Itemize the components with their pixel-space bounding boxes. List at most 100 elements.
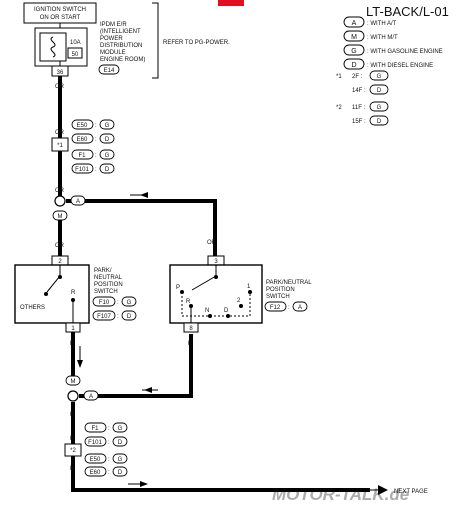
fuse-icon [50,36,56,58]
connector-colon: : [288,305,290,311]
fuse-number-box [67,47,83,59]
ipdm-label: (INTELLIGENT [100,29,141,35]
note-pin: 2F : [352,74,363,80]
condition-code: M [71,379,76,385]
terminal-box [183,322,199,333]
connector-name: F10 [99,300,110,306]
condition-badge [52,210,68,221]
condition-code: G [118,457,123,463]
connector-badge [84,466,107,477]
legend-text: : WITH GASOLINE ENGINE [367,49,443,55]
lower-joint-connector: *2 F1 : G F101 : D E50 : G E60 : D [64,422,128,477]
reference-bracket [152,2,159,79]
connector-name: F101 [88,440,102,446]
left-park-neutral-switch: 2 OTHERS R 1 PARK/ NEUTRAL POSITION SWIT… [14,255,137,333]
connector-badge [84,422,107,433]
ipdm-connector-badge [98,64,120,75]
condition-code: D [105,137,110,143]
connector-name: E60 [77,137,88,143]
wire-color-label: R [188,341,193,347]
fuse-number: 50 [72,52,79,58]
switch-position-label: N [205,308,209,314]
right-park-neutral-switch: 3 P R N D 2 1 8 PARK/NEUTRAL POSITION SW… [169,255,312,333]
ipdm-reference: REFER TO PG-POWER. [163,40,230,46]
legend: A : WITH A/T M : WITH M/T G : WITH GASOL… [343,16,443,70]
note-badge [369,84,389,95]
legend-code: M [351,34,357,41]
terminal-number: 2 [58,259,62,265]
wire-color-label: R [70,412,75,418]
legend-text: : WITH DIESEL ENGINE [367,63,433,69]
terminal-number: 8 [189,326,193,332]
connector-colon: : [108,440,110,446]
note-mark: *1 [336,74,342,80]
note-pin: 11F : [352,105,366,111]
arrow-right-icon [140,481,148,487]
note-code: G [377,105,382,111]
connector-badge [71,133,94,144]
wire-color-label: OR [55,84,65,90]
switch-position-label: D [224,308,229,314]
wire-color-label: R [70,341,75,347]
footnotes: *1 2F : G 14F : D *2 11F : G 15F : D [336,70,389,126]
right-switch-label: POSITION [266,287,295,293]
condition-badge [292,301,308,312]
connector-colon: : [95,137,97,143]
left-switch-label: PARK/ [94,268,112,274]
connector-name: F1 [91,426,99,432]
switch-contact [44,292,48,296]
connector-badge [71,149,94,160]
note-badge [369,115,389,126]
condition-badge [99,163,115,174]
watermark: MOTOR-TALK.de [272,485,409,504]
note-code: G [377,74,382,80]
fuse-amperage: 10A [70,40,81,46]
connector-colon: : [117,314,119,320]
connector-name: E50 [77,123,88,129]
wire-color-label: R [70,466,75,472]
joint-label: *1 [57,143,63,149]
page-tab-marker [218,0,244,6]
legend-badge [343,58,365,70]
arrow-down-icon [77,360,83,368]
condition-badge [112,466,128,477]
condition-code: M [58,214,63,220]
connector-colon: : [95,167,97,173]
joint-label: *2 [70,448,76,454]
joint-connector-box [51,137,69,152]
legend-code: D [351,62,356,69]
condition-code: G [118,426,123,432]
page-title: LT-BACK/L-01 [366,4,449,19]
ipdm-connector: E14 [104,68,115,74]
connector-badge [71,163,94,174]
condition-code: D [105,167,110,173]
connector-badge [84,453,107,464]
connector-badge [84,436,107,447]
condition-badge [65,375,81,386]
switch-position-label: OTHERS [20,305,45,311]
ipdm-block: 10A 50 IPDM E/R (INTELLIGENT POWER DISTR… [34,2,230,79]
note-badge [369,101,389,112]
legend-code: A [352,20,357,27]
switch-contact [239,304,243,308]
legend-badge [343,30,365,42]
wire-color-label: OR [55,243,65,249]
note-code: D [377,88,382,94]
ignition-switch-label: IGNITION SWITCH [34,7,86,13]
switch-pivot [58,275,62,279]
left-switch-box [14,264,90,324]
connector-colon: : [117,300,119,306]
connector-colon: : [95,123,97,129]
switch-position-label: 2 [237,298,241,304]
connector-badge [264,301,287,312]
arrow-left-icon [144,387,152,393]
arrow-right-icon [140,192,148,198]
next-page-arrow-icon [378,485,388,495]
joint-connector-box [64,443,82,457]
switch-position-label: P [176,285,180,291]
connector-colon: : [108,457,110,463]
wire-or-to-right-switch [66,199,217,258]
legend-code: G [351,48,356,55]
condition-badge [70,195,86,206]
condition-badge [83,390,99,401]
